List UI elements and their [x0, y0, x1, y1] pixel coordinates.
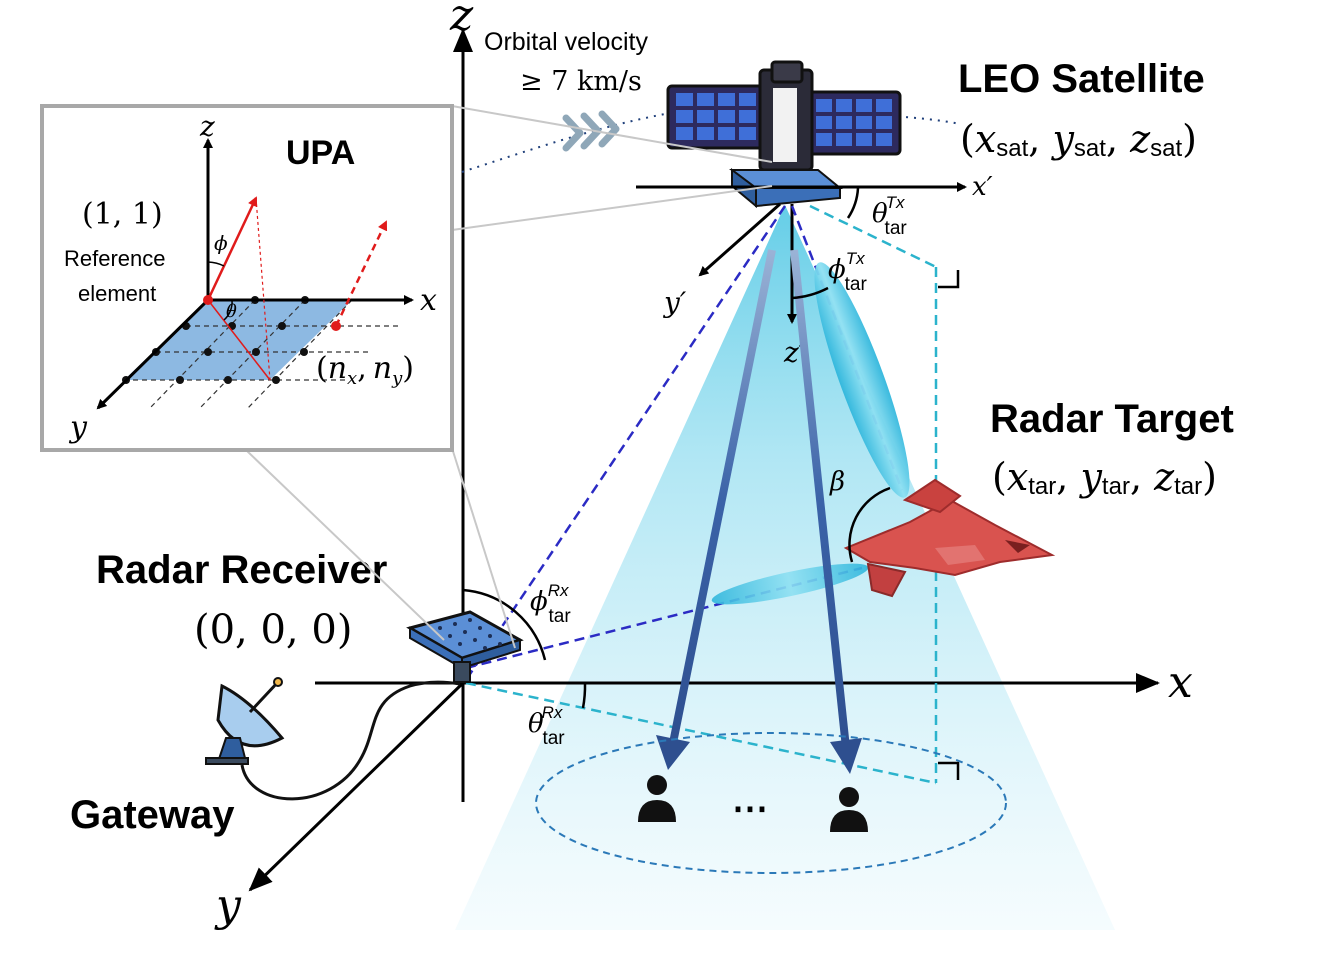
theta-rx-arc [581, 682, 587, 709]
beta-arc [848, 486, 891, 563]
upa-y-label: y [68, 410, 88, 445]
zoom-line-top [451, 105, 773, 163]
phi-rx-arc [462, 588, 547, 661]
upa-direction-vector-dashed [334, 220, 388, 327]
radar-target-title: Radar Target [990, 397, 1234, 441]
user-icon [638, 775, 676, 822]
radar-receiver-coords: (0, 0, 0) [194, 607, 352, 653]
right-angle-marker-top [938, 270, 960, 289]
x-axis-label: x [1168, 657, 1193, 708]
downlink-arrowhead-right [830, 738, 862, 774]
upa-projection-dashed [255, 197, 271, 381]
upa-reference-coords: (1, 1) [82, 197, 163, 232]
upa-x-label: x [420, 283, 437, 318]
leo-satellite-title: LEO Satellite [958, 57, 1205, 101]
downlink-arrow-left [668, 249, 776, 749]
beta-label: β [829, 467, 845, 497]
gateway-cable [240, 680, 461, 801]
y-axis [248, 681, 465, 892]
sat-projection-dashed [809, 204, 937, 269]
zoom-line-bottom [245, 449, 445, 641]
leo-satellite-coords: (xsat, ysat, zsat) [960, 117, 1197, 162]
user-icon [830, 787, 868, 832]
upa-title: UPA [286, 134, 355, 172]
zoom-line-right [451, 447, 516, 649]
users-ellipsis: ⋯ [732, 787, 768, 829]
upa-array-plane [124, 300, 352, 380]
upa-z-label: z [199, 110, 215, 143]
x-prime-label: x′ [972, 172, 993, 202]
y-axis-label: y [214, 880, 242, 931]
upa-phi-label: ϕ [214, 231, 228, 255]
upa-inset-panel: UPA z x y ϕ θ (1, 1) Reference element (… [40, 104, 454, 452]
gateway-title: Gateway [70, 793, 235, 837]
leo-satellite-icon [666, 60, 902, 209]
beam-coverage-cone [455, 205, 1115, 930]
orbit-trajectory-right [889, 115, 961, 125]
radar-target-coords: (xtar, ytar, ztar) [992, 455, 1217, 500]
downlink-arrow-right [790, 249, 850, 749]
theta-tx-arc [846, 187, 860, 219]
radar-receiver-title: Radar Receiver [96, 548, 387, 592]
upa-y-axis [96, 298, 210, 410]
y-prime-axis [698, 202, 781, 277]
upa-reference-line2: element [78, 281, 156, 306]
z-axis-label: z [449, 0, 474, 41]
orbital-velocity-label: Orbital velocity [484, 28, 648, 56]
orbital-velocity-value: ≥ 7 km/s [520, 66, 642, 97]
gateway-dish-icon [205, 677, 285, 765]
phi-tx-arc [791, 286, 829, 300]
y-prime-label: y′ [662, 286, 687, 319]
coverage-area-ellipse [535, 732, 1007, 874]
upa-theta-label: θ [226, 301, 237, 322]
upa-direction-vector [206, 196, 258, 301]
radar-receiver-icon [406, 610, 524, 683]
radar-target-aircraft-icon [843, 478, 1056, 598]
ground-projection-dashed [465, 681, 937, 785]
right-angle-marker-bottom [938, 761, 960, 780]
upa-azimuth-line [207, 299, 271, 381]
upa-last-element-coords: (nx,ny) [316, 351, 414, 389]
upa-reference-line1: Reference [64, 246, 166, 271]
downlink-arrowhead-left [656, 735, 690, 770]
zoom-line-mid [451, 185, 773, 231]
tx-beam-lobe [814, 262, 910, 498]
